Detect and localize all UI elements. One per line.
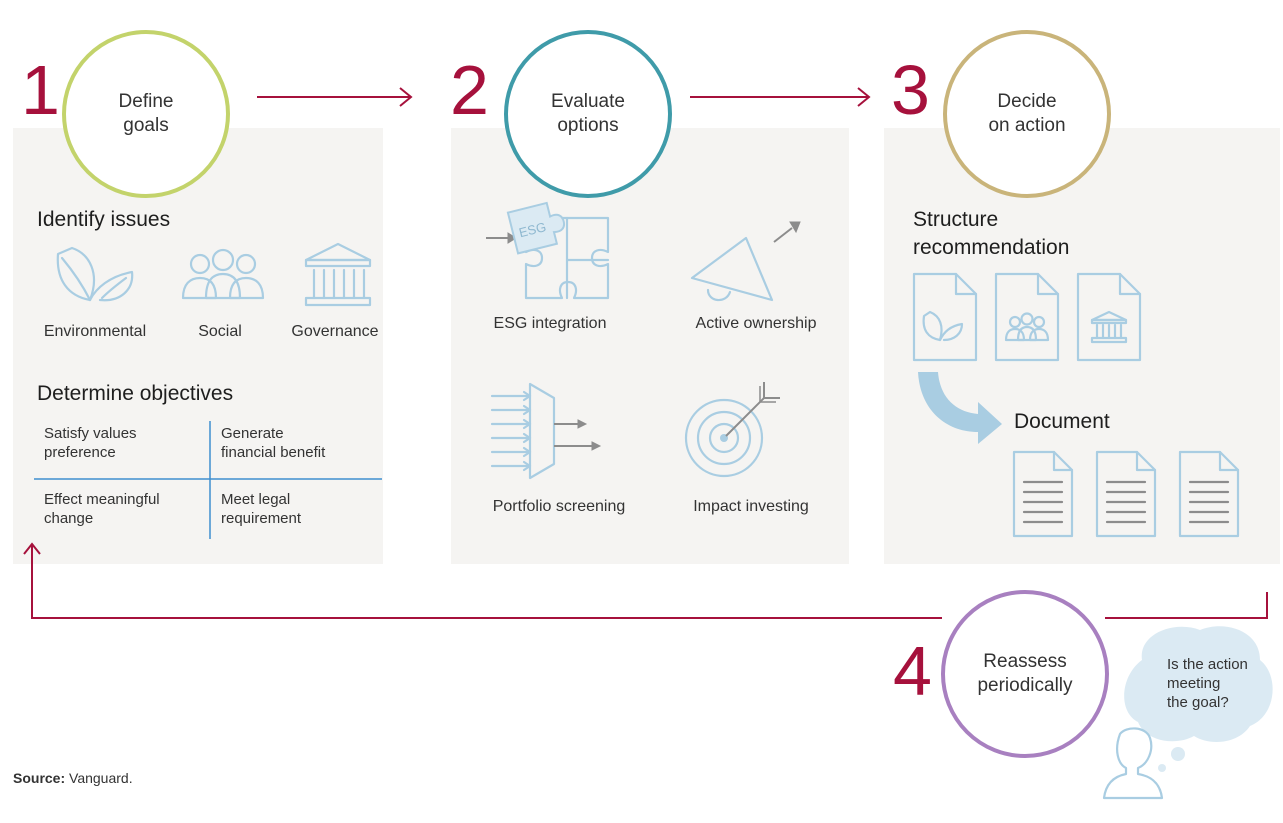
option-label-esg-integration: ESG integration bbox=[493, 315, 607, 332]
panel-evaluate-options bbox=[451, 128, 849, 564]
objective-financial-benefit: Generate financial benefit bbox=[221, 425, 326, 461]
issue-label-environmental: Environmental bbox=[43, 323, 147, 340]
step-title-reassess: Reassess periodically bbox=[977, 651, 1073, 696]
step-number-3: 3 bbox=[891, 51, 930, 129]
step-circle-define-goals: Define goals bbox=[62, 30, 230, 198]
doc-building-icon bbox=[1090, 310, 1128, 344]
doc-people-icon bbox=[1004, 312, 1050, 342]
option-label-portfolio-screening: Portfolio screening bbox=[492, 498, 626, 515]
panel-define-goals bbox=[13, 128, 383, 564]
structure-recommendation-heading: Structure recommendation bbox=[913, 208, 1070, 259]
issue-label-governance: Governance bbox=[291, 323, 379, 340]
doc-leaf-icon bbox=[922, 310, 964, 342]
thought-bubble-text: Is the action meeting the goal? bbox=[1167, 656, 1248, 711]
objectives-grid-lines bbox=[34, 421, 382, 539]
objective-legal-requirement: Meet legal requirement bbox=[221, 491, 302, 527]
filter-icon bbox=[490, 382, 602, 480]
text-documents-icon bbox=[1012, 450, 1240, 538]
source-text: Vanguard. bbox=[65, 770, 133, 786]
building-icon bbox=[304, 242, 372, 307]
option-label-active-ownership: Active ownership bbox=[695, 315, 817, 332]
step-circle-evaluate-options: Evaluate options bbox=[504, 30, 672, 198]
people-icon bbox=[181, 248, 265, 300]
source-label: Source: bbox=[13, 770, 66, 786]
puzzle-esg-text: ESG bbox=[517, 219, 547, 240]
objective-satisfy-values: Satisfy values preference bbox=[44, 425, 137, 461]
option-label-impact-investing: Impact investing bbox=[693, 498, 809, 515]
recommendation-documents-icon bbox=[912, 272, 1142, 362]
thought-bubble-shape bbox=[1124, 626, 1273, 772]
step-title-define-goals: Define goals bbox=[118, 91, 174, 136]
person-icon bbox=[1102, 727, 1164, 800]
objective-meaningful-change: Effect meaningful change bbox=[44, 491, 160, 527]
step-circle-decide-action: Decide on action bbox=[943, 30, 1111, 198]
step-circle-reassess: Reassess periodically bbox=[941, 590, 1109, 758]
leaf-icon bbox=[56, 246, 134, 302]
step-number-2: 2 bbox=[450, 51, 489, 129]
source-note: Source: Vanguard. bbox=[13, 770, 133, 786]
step-title-evaluate-options: Evaluate options bbox=[551, 91, 625, 136]
identify-issues-heading: Identify issues bbox=[37, 208, 171, 231]
megaphone-icon bbox=[690, 221, 801, 302]
step-number-4: 4 bbox=[893, 632, 932, 710]
document-heading: Document bbox=[1014, 410, 1110, 433]
puzzle-icon: ESG bbox=[486, 201, 610, 300]
target-icon bbox=[684, 382, 780, 478]
step-title-decide-action: Decide on action bbox=[988, 91, 1066, 136]
issue-label-social: Social bbox=[198, 323, 242, 340]
step-number-1: 1 bbox=[21, 51, 60, 129]
determine-objectives-heading: Determine objectives bbox=[37, 382, 234, 405]
curved-arrow-icon bbox=[918, 372, 1002, 444]
